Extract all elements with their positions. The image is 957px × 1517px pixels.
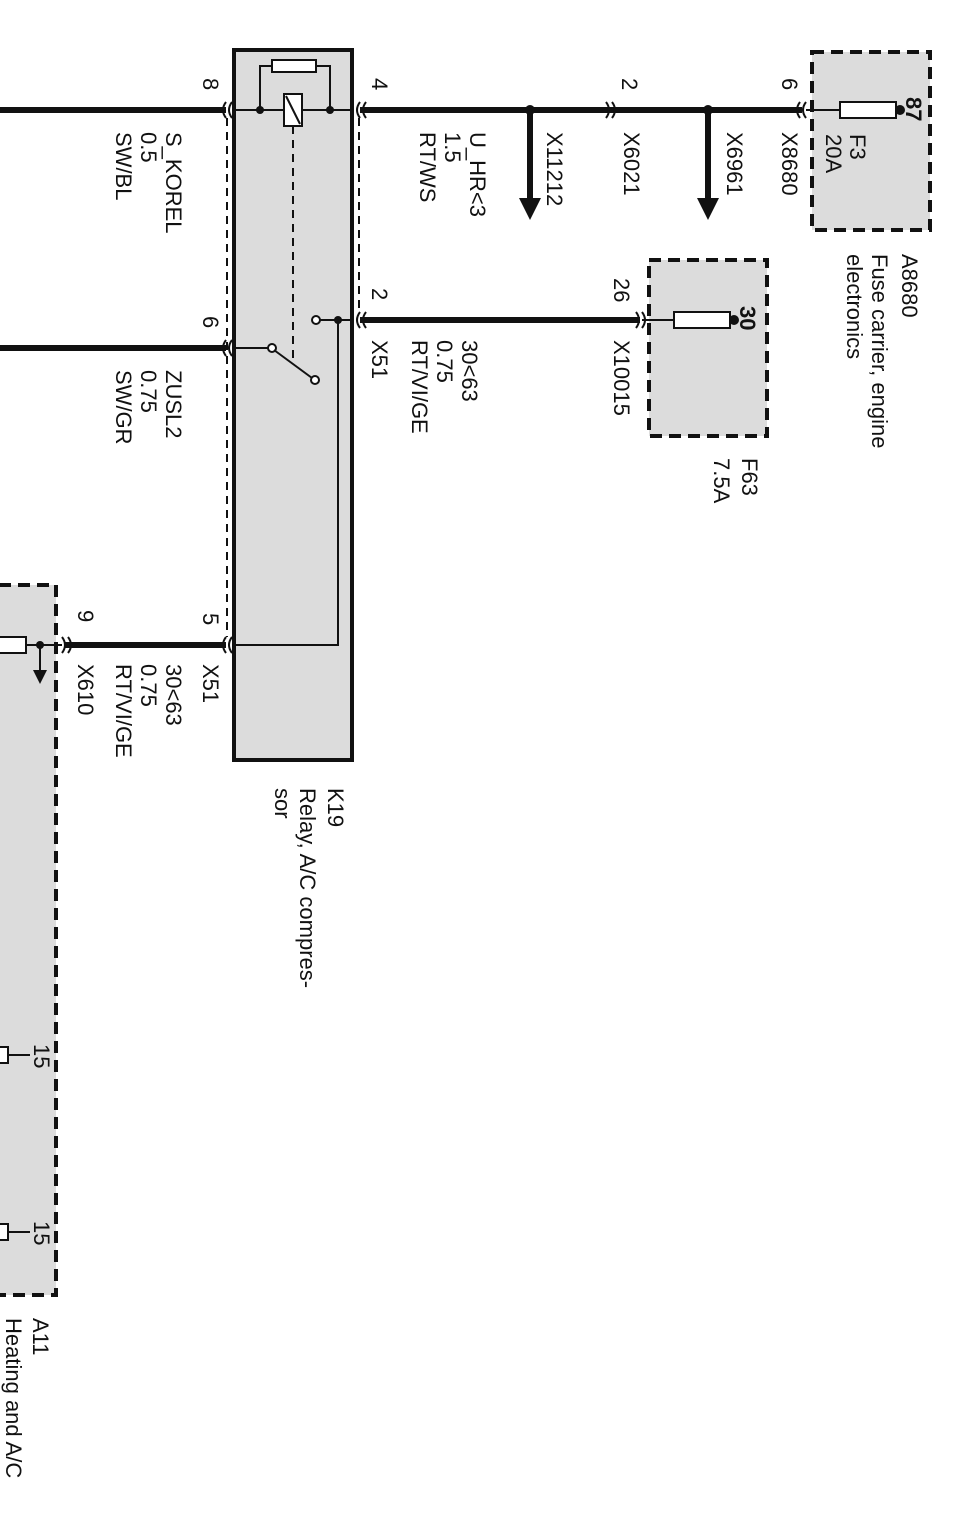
- fuse-carrier-id: A8680: [897, 254, 922, 318]
- x51-label-a: X51: [367, 340, 392, 379]
- relay-node: [326, 106, 334, 114]
- fuse-f3-rating: 20A: [821, 134, 846, 173]
- junction-x6961: [703, 105, 713, 115]
- wire-s-korel-size: 0.5: [136, 132, 161, 163]
- x6021-pin: 2: [617, 78, 642, 90]
- wire-s-korel-color: SW/BL: [111, 132, 136, 200]
- a11-pin15a-icon: [0, 1046, 9, 1064]
- relay-pin-8: 8: [198, 78, 223, 90]
- wire-u-hr-signal: U_HR<3: [465, 132, 490, 217]
- connector-tick: [228, 636, 233, 654]
- fuse-f63-icon: [673, 311, 731, 329]
- connector-tick: [228, 101, 233, 119]
- connector-tick: [356, 311, 361, 329]
- fuse-f3-icon: [839, 101, 897, 119]
- relay-node: [256, 106, 264, 114]
- wire-zusl2-size: 0.75: [136, 370, 161, 413]
- wire-30a-signal: 30<63: [457, 340, 482, 402]
- x6961-label: X6961: [722, 132, 747, 196]
- x51-label-b: X51: [198, 664, 223, 703]
- relay-pin-2: 2: [367, 288, 392, 300]
- module-a11-box[interactable]: [0, 583, 58, 1297]
- relay-switch-blade-icon: [273, 349, 313, 379]
- relay-pin5-link: [234, 320, 339, 646]
- x6021-label: X6021: [619, 132, 644, 196]
- relay-pin-6: 6: [198, 316, 223, 328]
- relay-pin-4: 4: [367, 78, 392, 90]
- arrow-x11212-icon: [519, 198, 541, 220]
- connector-tick: [356, 101, 361, 119]
- module-a11-id: A11: [28, 1318, 53, 1356]
- wire-30b-color: RT/VI/GE: [111, 664, 136, 758]
- wire-30a-size: 0.75: [432, 340, 457, 383]
- connector-tick: [635, 311, 640, 329]
- x610-label: X610: [73, 664, 98, 715]
- connector-tick: [802, 101, 807, 119]
- x8680-label: X8680: [777, 132, 802, 196]
- a11-pin-15a: 15: [29, 1044, 54, 1068]
- wire-zusl2-color: SW/GR: [111, 370, 136, 445]
- x8680-pin: 6: [777, 78, 802, 90]
- wire-zusl2-signal: ZUSL2: [161, 370, 186, 438]
- fuse-f63-terminal-label: 30: [735, 306, 760, 330]
- fuse-f3-terminal-label: 87: [901, 97, 926, 121]
- fuse-f3-terminal: [895, 105, 905, 115]
- relay-desc-1: Relay, A/C compres-: [295, 788, 320, 988]
- x610-pin: 9: [73, 610, 98, 622]
- connector-tick: [61, 636, 66, 654]
- connector-tick: [222, 101, 227, 119]
- a11-arrow-icon: [33, 670, 47, 684]
- connector-tick: [611, 101, 616, 119]
- fuse-carrier-desc-1: Fuse carrier, engine: [867, 254, 892, 448]
- connector-tick: [222, 636, 227, 654]
- module-a11-desc: Heating and A/C: [1, 1318, 26, 1478]
- relay-coil-diag: [285, 95, 301, 125]
- connector-tick: [67, 636, 72, 654]
- wire-u-hr-size: 1.5: [440, 132, 465, 163]
- fuse-f63-rating: 7.5A: [709, 458, 734, 504]
- relay-desc-2: sor: [270, 788, 295, 819]
- wire-30b-size: 0.75: [136, 664, 161, 707]
- x10015-label: X10015: [609, 340, 634, 416]
- a11-pin-15b: 15: [29, 1221, 54, 1245]
- arrow-x6961-icon: [697, 198, 719, 220]
- connector-tick: [222, 339, 227, 357]
- wire-s-korel-signal: S_KOREL: [161, 132, 186, 234]
- connector-tick: [362, 101, 367, 119]
- connector-tick: [796, 101, 801, 119]
- wire-30a-color: RT/VI/GE: [407, 340, 432, 434]
- connector-tick: [605, 101, 610, 119]
- x11212-label: X11212: [542, 132, 567, 206]
- relay-switch-contact: [311, 315, 321, 325]
- fuse-f63-box[interactable]: [647, 258, 769, 438]
- fuse-carrier-desc-2: electronics: [842, 254, 867, 359]
- fuse-f63-terminal: [729, 315, 739, 325]
- a11-fuse-icon: [0, 636, 27, 654]
- a11-pin15b-icon: [0, 1223, 9, 1241]
- fuse-f3-id: F3: [845, 134, 870, 160]
- junction-x11212: [525, 105, 535, 115]
- fuse-f63-id: F63: [737, 458, 762, 496]
- x10015-pin: 26: [609, 278, 634, 302]
- wire-u-hr-color: RT/WS: [415, 132, 440, 202]
- relay-switch-contact: [310, 375, 320, 385]
- relay-resistor-icon: [271, 59, 317, 73]
- connector-tick: [362, 311, 367, 329]
- wire-30b-signal: 30<63: [161, 664, 186, 726]
- relay-pin-5: 5: [198, 613, 223, 625]
- relay-id: K19: [323, 788, 348, 827]
- connector-tick: [228, 339, 233, 357]
- fuse-carrier-a8680-box[interactable]: [810, 50, 932, 232]
